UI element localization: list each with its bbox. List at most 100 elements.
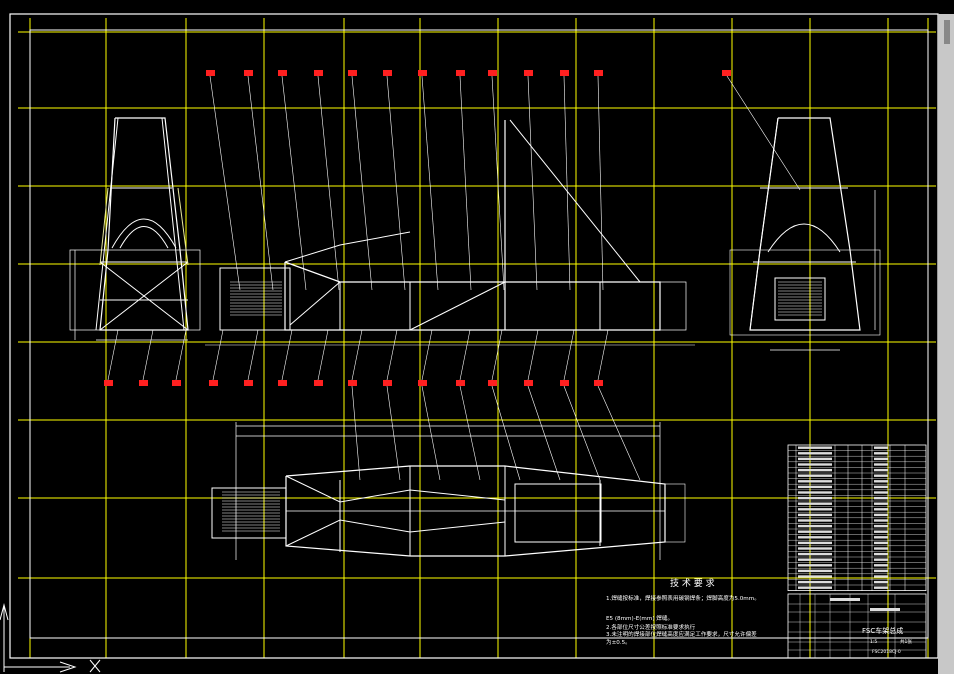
balloon-mid <box>418 380 427 386</box>
bom-cell-text <box>874 552 888 556</box>
bom-cell-text <box>874 530 888 533</box>
bom-cell-text <box>874 463 888 466</box>
left-view-hoop <box>111 218 177 249</box>
leader-line <box>175 329 187 381</box>
leader-line <box>421 75 439 291</box>
bom-cell-text <box>874 575 888 578</box>
leader-line <box>351 385 361 481</box>
bom-cell-text <box>798 513 832 517</box>
bom-cell-text <box>798 446 832 449</box>
tech-req-title: 技 术 要 求 <box>670 577 715 589</box>
bom-cell-text <box>874 452 888 455</box>
bom-cell-text <box>874 586 888 589</box>
leader-line <box>351 329 363 381</box>
bom-cell-text <box>798 519 832 522</box>
title-scale: 1:5 <box>870 639 877 645</box>
balloon-mid <box>172 380 181 386</box>
balloon-top <box>348 70 357 76</box>
balloon-top <box>383 70 392 76</box>
title-drawing-name: FSC车架总成 <box>862 626 903 635</box>
balloon-top <box>206 70 215 76</box>
side-view-diagonal <box>289 281 341 326</box>
tech-req-line3: 2.各部位尺寸公差按照标准要求执行 <box>606 623 696 631</box>
side-view-rear-box <box>659 281 687 331</box>
title-block-text <box>870 608 900 611</box>
left-view-brace <box>99 261 189 331</box>
balloon-mid <box>278 380 287 386</box>
scrollbar-thumb[interactable] <box>944 20 950 44</box>
leader-line <box>726 75 801 191</box>
top-view <box>211 422 686 560</box>
bom-cell-text <box>874 558 888 561</box>
balloon-mid <box>139 380 148 386</box>
balloon-mid <box>524 380 533 386</box>
leader-line <box>527 75 538 291</box>
left-view-strut <box>161 117 185 331</box>
bom-cell-text <box>798 457 832 461</box>
top-view-rear-box <box>664 483 686 543</box>
leader-line <box>247 75 274 291</box>
bom-cell-text <box>798 569 832 573</box>
bom-cell-text <box>874 580 888 584</box>
leader-line <box>491 385 521 481</box>
bom-cell-text <box>874 502 888 505</box>
side-view-outline <box>284 261 661 331</box>
bom-cell-text <box>798 564 832 567</box>
side-view-front-hoop <box>284 231 411 263</box>
leader-line <box>597 385 641 481</box>
bom-cell-text <box>798 580 832 584</box>
side-view-diagonal <box>409 281 506 331</box>
leader-line <box>386 75 406 291</box>
title-block: FSC车架总成 FSC2018CJ-0 1:5 共1张 <box>862 626 912 655</box>
balloon-top <box>456 70 465 76</box>
bom-cell-text <box>798 468 832 472</box>
ucs-icon <box>0 603 101 673</box>
title-block-text <box>830 598 860 601</box>
bom-cell-text <box>798 536 832 539</box>
right-end-view <box>729 117 881 351</box>
leader-line <box>527 385 561 481</box>
balloon-top <box>244 70 253 76</box>
right-view-bounding <box>729 249 881 336</box>
side-view-seat-box <box>219 267 291 331</box>
left-view-bounding <box>69 249 201 331</box>
side-view <box>205 119 695 346</box>
balloon-mid <box>560 380 569 386</box>
right-view-hoop <box>767 223 841 253</box>
leader-line <box>281 329 293 381</box>
scrollbar-right[interactable] <box>938 14 954 674</box>
leader-line <box>459 329 471 381</box>
right-view-seat <box>774 277 826 321</box>
bom-cell-text <box>798 552 832 556</box>
bom-cell-text <box>874 468 888 472</box>
bom-cell-text <box>874 513 888 517</box>
leader-line <box>421 329 433 381</box>
balloon-mid <box>244 380 253 386</box>
top-view-member <box>285 519 506 547</box>
bom-cell-text <box>874 457 888 461</box>
balloon-mid <box>383 380 392 386</box>
side-view-hoop-brace <box>509 119 641 283</box>
balloon-top <box>278 70 287 76</box>
bom-cell-text <box>798 480 832 483</box>
balloon-top <box>488 70 497 76</box>
balloon-mid <box>594 380 603 386</box>
leader-line <box>421 385 441 481</box>
balloon-mid <box>456 380 465 386</box>
bom-cell-text <box>798 558 832 561</box>
balloon-top <box>418 70 427 76</box>
bom-cell-text <box>798 463 832 466</box>
balloon-top <box>594 70 603 76</box>
bom-cell-text <box>874 491 888 494</box>
leader-line <box>563 385 601 481</box>
balloon-mid <box>488 380 497 386</box>
bom-cell-text <box>874 547 888 550</box>
leader-line <box>351 75 373 291</box>
bom-cell-text <box>798 474 832 477</box>
leader-line <box>563 75 571 291</box>
bom-cell-text <box>874 496 888 500</box>
bom-cell-text <box>874 480 888 483</box>
bom-cell-text <box>874 564 888 567</box>
balloon-top <box>524 70 533 76</box>
